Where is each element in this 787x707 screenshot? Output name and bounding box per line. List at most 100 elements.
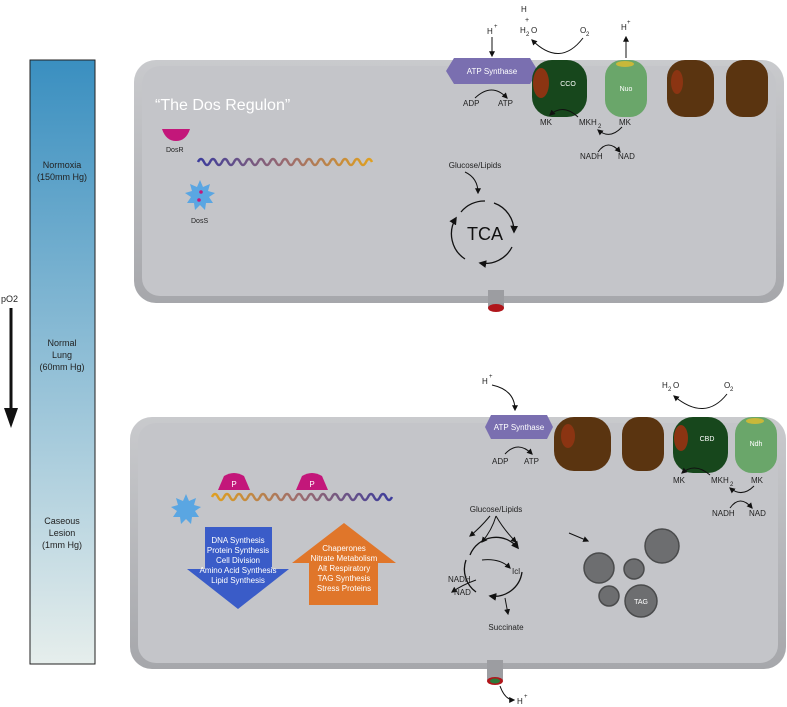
bottom-h-plus: + [489, 374, 493, 380]
top-brown-complex-2 [726, 60, 768, 117]
tca-label: TCA [467, 224, 503, 244]
top-nadh-arrow [597, 144, 621, 153]
bottom-mk-to-mkh-arrow [729, 485, 755, 494]
top-h2o-o: O [531, 26, 537, 35]
tag-droplet-4 [598, 585, 620, 607]
bottom-h2o: H [662, 381, 668, 390]
top-mkh-to-mk-arrow [549, 109, 579, 118]
top-h-label: H [487, 27, 493, 36]
phospho-dosr-1 [218, 473, 250, 490]
phospho-dosr-1-label: P [231, 480, 236, 489]
glucose-to-tca-arrow [464, 171, 481, 195]
up-item-0: Chaperones [322, 544, 366, 553]
glucose-side-arrow [469, 515, 491, 537]
up-item-2: Alt Respiratory [318, 564, 370, 573]
o2-to-h2o-bottom-arrow [673, 393, 728, 409]
top-cell [134, 60, 784, 303]
level-normal-line1: Normal [47, 338, 76, 348]
to-succinate-arrow [504, 597, 511, 616]
nuo-complex [605, 60, 647, 117]
bottom-nadh-arrow [729, 500, 753, 509]
glucose-split-right [495, 515, 517, 543]
adp-top: ADP [463, 99, 479, 108]
atp-synthase-top-label: ATP Synthase [467, 67, 518, 76]
up-item-1: Nitrate Metabolism [311, 554, 378, 563]
top-mkh: MKH [579, 118, 597, 127]
upregulated-arrow [292, 523, 396, 605]
bottom-cell-pore [487, 660, 503, 685]
level-caseous-line1: Caseous [44, 516, 80, 526]
bottom-pore-h-plus: + [524, 694, 528, 700]
bottom-nad: NAD [749, 509, 766, 518]
down-item-1: Protein Synthesis [207, 546, 269, 555]
ndh-label: Ndh [750, 441, 763, 448]
down-item-3: Amino Acid Synthesis [200, 566, 277, 575]
icl-label: Icl [512, 567, 520, 576]
phospho-dosr-2 [296, 473, 328, 490]
tag-droplets [583, 528, 680, 618]
tag-droplet-3 [623, 558, 645, 580]
up-item-3: TAG Synthesis [318, 574, 371, 583]
atp-bottom: ATP [524, 457, 539, 466]
bottom-pore-h-arrow [499, 685, 516, 703]
up-item-4: Stress Proteins [317, 584, 371, 593]
dosr-icon [162, 129, 190, 141]
level-normoxia-line2: (150mm Hg) [37, 172, 87, 182]
atp-synthase-top [446, 58, 538, 84]
top-mk1: MK [540, 118, 553, 127]
adp-atp-top-arrow [474, 89, 508, 99]
doss-label: DosS [191, 218, 208, 225]
cbd-label: CBD [700, 436, 715, 443]
doss-icon [185, 180, 215, 210]
top-h2o-sub: 2 [526, 32, 530, 38]
o2-to-h2o-top-arrow [531, 37, 584, 54]
downregulated-list: DNA Synthesis Protein Synthesis Cell Div… [200, 536, 277, 585]
tag-droplet-5 [624, 584, 658, 618]
bottom-brown-complex-2 [622, 417, 664, 471]
top-brown-complex-1-heme [671, 70, 683, 94]
bottom-brown-complex-1 [554, 417, 611, 471]
ndh-cap [746, 418, 764, 424]
bottom-o2-sub: 2 [730, 387, 734, 393]
dna-helix-bottom [210, 492, 394, 502]
level-normal-line3: (60mm Hg) [39, 362, 84, 372]
top-h2o: H [520, 26, 526, 35]
top-mk-to-mkh-arrow [597, 126, 623, 136]
bottom-pore-h: H [517, 697, 523, 706]
po2-gradient-bar: Normoxia (150mm Hg) Normal Lung (60mm Hg… [29, 59, 96, 665]
nuo-h-plus: + [627, 20, 631, 26]
top-mk2: MK [619, 118, 632, 127]
downregulated-arrow [187, 527, 289, 609]
top-h2o-plus: + [525, 17, 529, 24]
upregulated-list: Chaperones Nitrate Metabolism Alt Respir… [311, 544, 378, 593]
cbd-heme [674, 425, 688, 451]
top-mkh-sub: 2 [598, 124, 602, 130]
bottom-nadh: NADH [712, 509, 735, 518]
top-o2: O [580, 26, 586, 35]
bottom-h-label: H [482, 377, 488, 386]
bottom-cell [130, 417, 786, 669]
po2-down-arrow [4, 308, 18, 428]
top-nad: NAD [618, 152, 635, 161]
cco-heme [533, 68, 549, 98]
atp-synthase-bottom [485, 415, 553, 439]
dos-regulon-title: “The Dos Regulon” [155, 97, 290, 114]
level-caseous-line2: Lesion [49, 528, 76, 538]
tca-cycle [449, 200, 519, 268]
nuo-label: Nuo [620, 86, 633, 93]
glucose-lipids-bottom: Glucose/Lipids [470, 505, 522, 514]
bottom-mkh: MKH [711, 476, 729, 485]
glucose-lipids-top: Glucose/Lipids [449, 161, 501, 170]
succinate-label: Succinate [488, 623, 524, 632]
phospho-dosr-2-label: P [309, 480, 314, 489]
bottom-brown-complex-1-heme [561, 424, 575, 448]
bottom-mk1: MK [673, 476, 686, 485]
top-nadh: NADH [580, 152, 603, 161]
level-normoxia-line1: Normoxia [43, 160, 82, 170]
bottom-h-arrow [491, 384, 518, 412]
tag-label: TAG [634, 599, 648, 606]
glyoxylate-cycle [463, 536, 523, 601]
nuo-cap [616, 61, 634, 67]
adp-atp-bottom-arrow [504, 446, 533, 455]
level-normal-line2: Lung [52, 350, 72, 360]
